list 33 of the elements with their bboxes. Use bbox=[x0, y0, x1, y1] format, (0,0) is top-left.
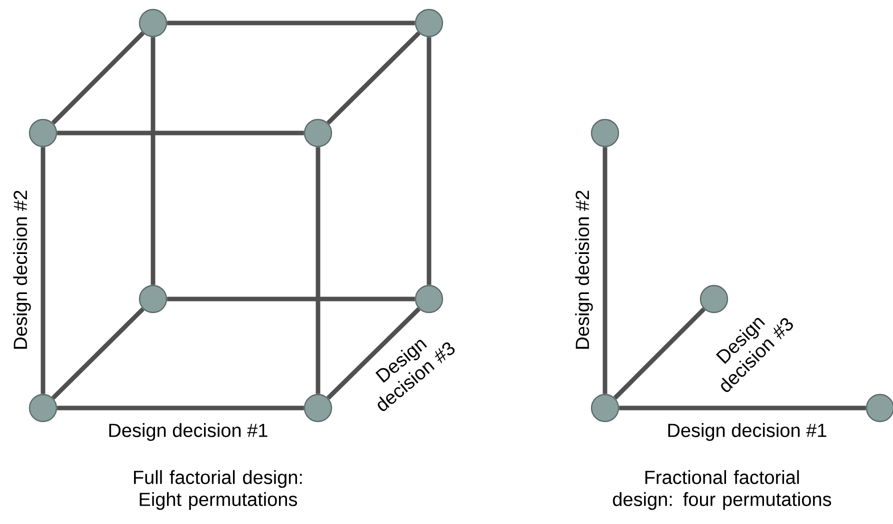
vertex-circle bbox=[590, 118, 620, 148]
vertex-circle bbox=[700, 284, 728, 314]
edge-line bbox=[150, 37, 156, 285]
caption: Fractional factorial design: four permutations bbox=[612, 470, 832, 510]
caption: Full factorial design: Eight permutations bbox=[134, 470, 302, 510]
edge-line bbox=[613, 307, 706, 400]
edge-line bbox=[51, 31, 145, 125]
edge-line bbox=[326, 31, 421, 125]
vertex-circle bbox=[414, 284, 444, 314]
edge-line bbox=[57, 406, 304, 410]
edge-line bbox=[167, 296, 415, 302]
edge-line bbox=[57, 130, 304, 136]
vertex-circle bbox=[138, 284, 168, 314]
vertex-circle bbox=[304, 394, 332, 422]
vertex-circle bbox=[414, 8, 444, 38]
edge-line bbox=[51, 307, 145, 400]
edge-line bbox=[326, 307, 421, 400]
vertex-circle bbox=[590, 394, 620, 422]
edge-line bbox=[426, 37, 432, 285]
vertex-circle bbox=[866, 394, 893, 422]
vertex-circle bbox=[304, 118, 332, 148]
vertex-circle bbox=[28, 394, 58, 422]
edge-line bbox=[167, 20, 415, 26]
axis-label: Design decision #1 bbox=[668, 423, 826, 441]
axis-label: Design decision #2 bbox=[13, 190, 31, 349]
edge-line bbox=[619, 406, 866, 410]
axis-label: Design decision #1 bbox=[109, 423, 268, 441]
edge-line bbox=[40, 147, 46, 394]
edge-line bbox=[316, 147, 320, 394]
vertex-circle bbox=[138, 8, 168, 38]
vertex-circle bbox=[28, 118, 58, 148]
edge-line bbox=[602, 147, 608, 394]
axis-label: Design decision #2 bbox=[575, 190, 593, 349]
